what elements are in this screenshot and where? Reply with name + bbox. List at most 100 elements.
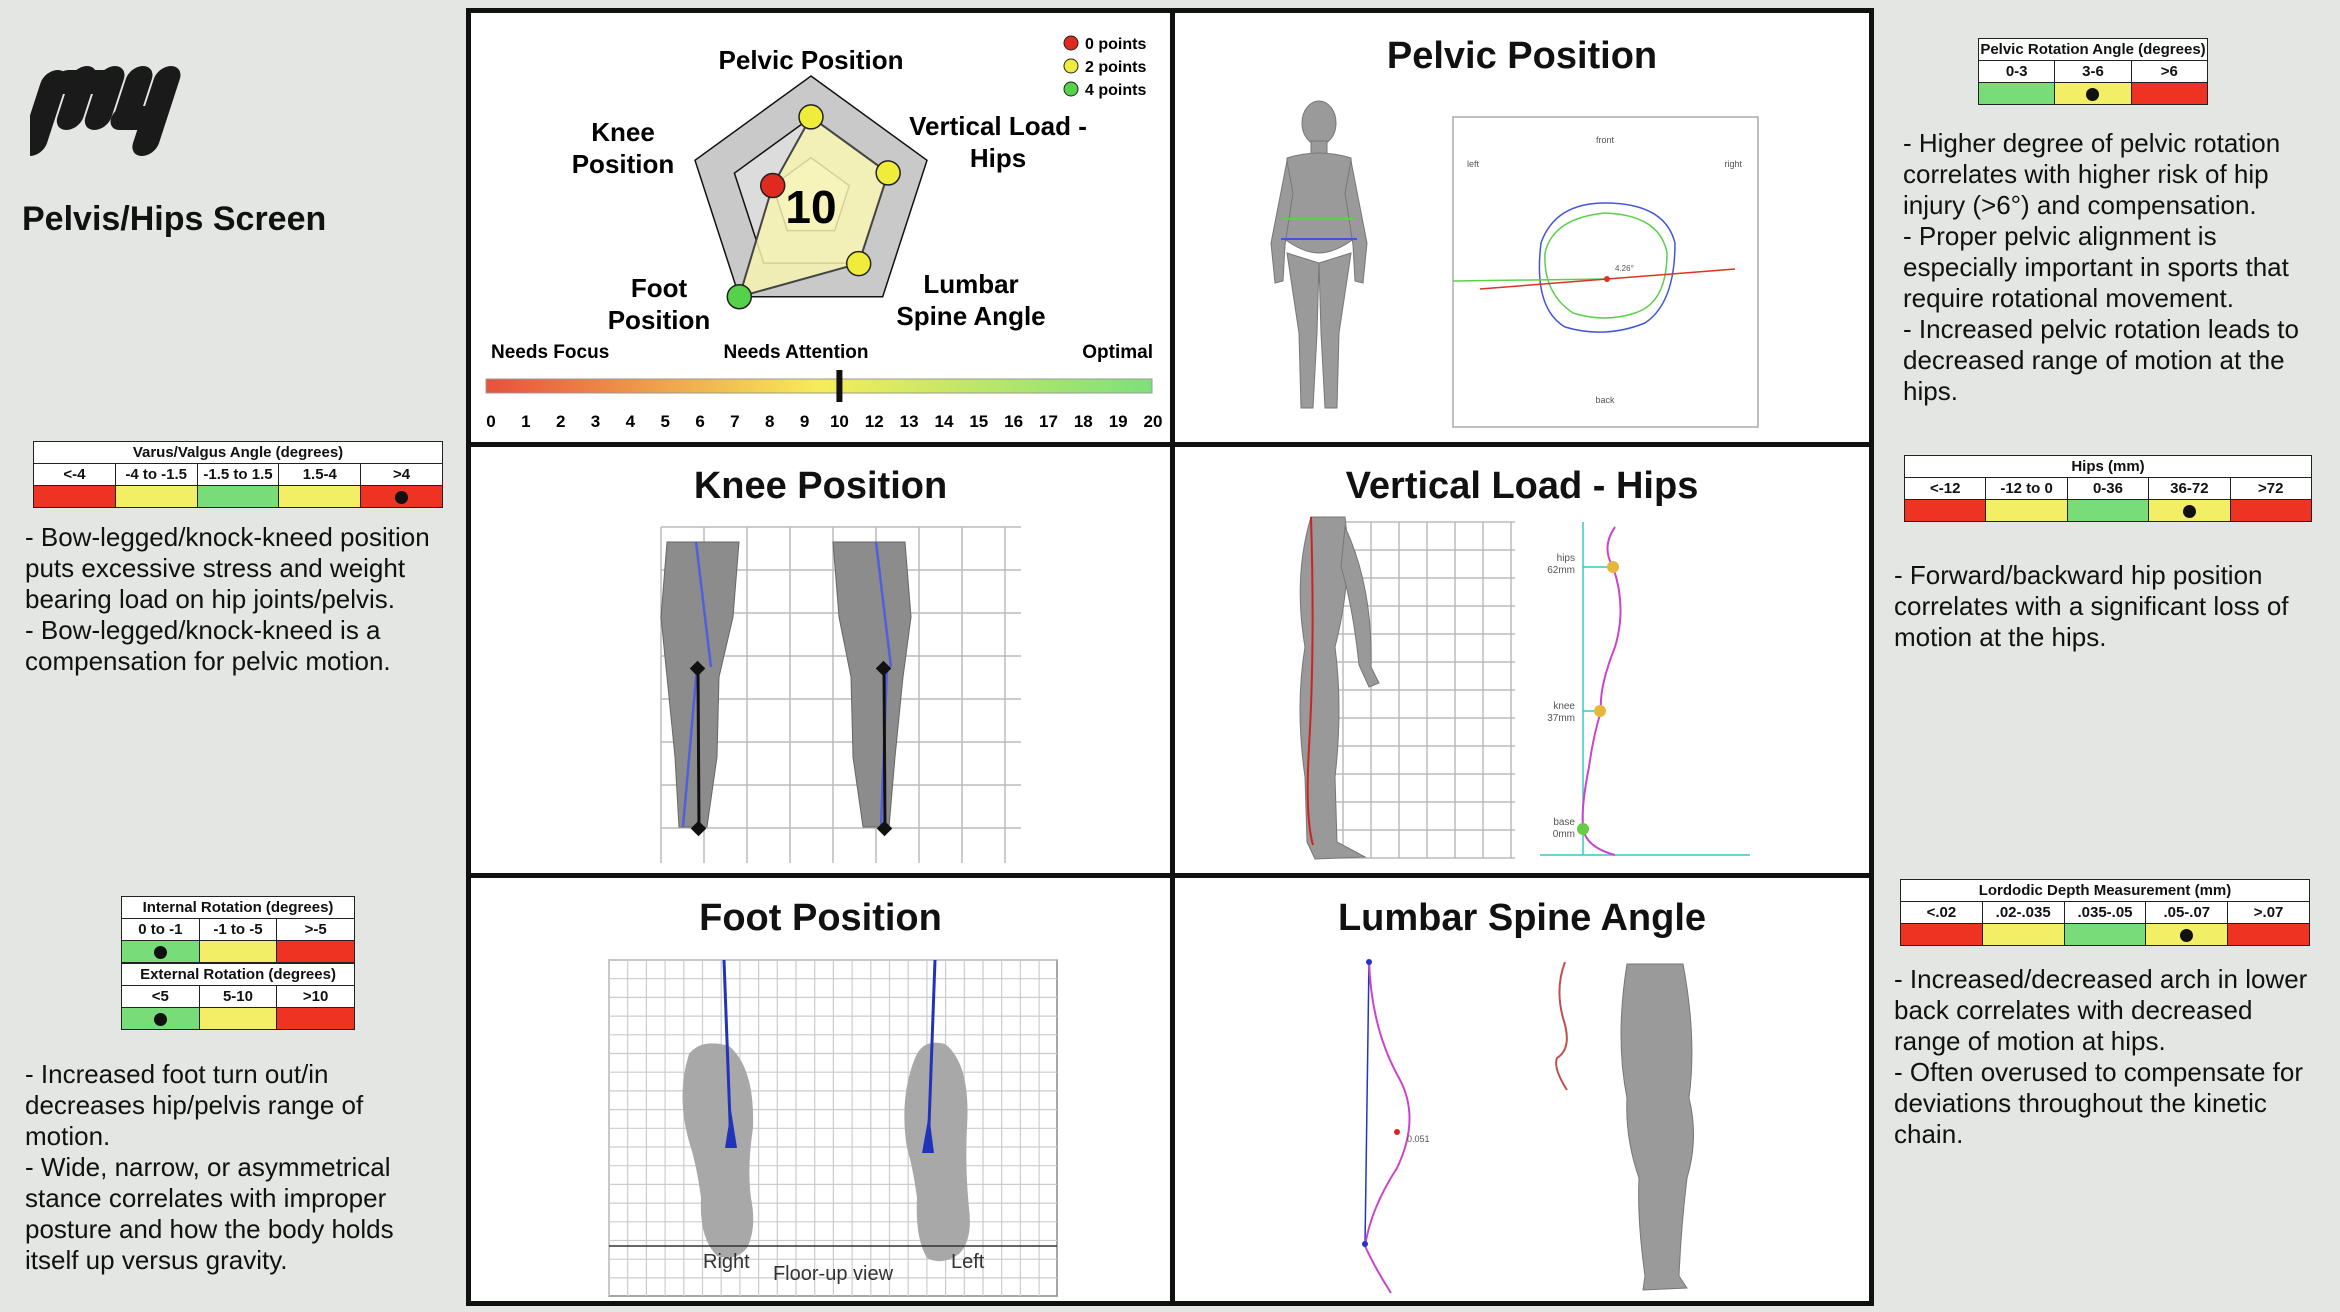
lumbar-bottom-point: [1362, 1241, 1368, 1247]
legend-dot: [1063, 35, 1079, 51]
right-foot-print: [682, 1043, 754, 1258]
range-color-cell: [2229, 499, 2313, 522]
base-point: [1577, 823, 1589, 835]
current-value-marker: [153, 945, 167, 959]
legend-label: 0 points: [1085, 36, 1146, 53]
table-header: Hips (mm): [1904, 455, 2312, 478]
scale-tick-label: 8: [765, 412, 774, 431]
range-color-cell: [121, 1007, 200, 1030]
radar-point-lumbar: [845, 250, 872, 277]
pelvic-plot-front: front: [1596, 135, 1615, 145]
scale-tick-label: 1: [521, 412, 530, 431]
scale-tick-label: 0: [486, 412, 495, 431]
radar-point-foot: [726, 283, 753, 310]
base-label: base: [1553, 817, 1575, 828]
front-body-figure: [1270, 100, 1368, 409]
pelvic-center-point: [1604, 276, 1610, 282]
side-body-axis: [1306, 516, 1314, 846]
pelvic-panel: front left right back 4.26°: [1270, 100, 1759, 428]
scale-tick-label: 4: [626, 412, 636, 431]
pelvic-angle-label: 4.26°: [1615, 264, 1634, 273]
range-label: >72: [2229, 477, 2313, 500]
range-color-cell: [1900, 923, 1983, 946]
range-label: >4: [360, 463, 443, 486]
scale-tick-label: 18: [1074, 412, 1093, 431]
score-scale-bar: [485, 378, 1153, 394]
vertical-load-curve: [1581, 526, 1622, 856]
lumbar-panel: 0.051: [1362, 959, 1694, 1294]
range-color-cell: [1903, 499, 1987, 522]
radar-label-lumbar-2: Spine Angle: [896, 301, 1045, 331]
scale-tick-label: 20: [1144, 412, 1163, 431]
right-leg-axis-upper: [874, 541, 893, 668]
range-label: >-5: [276, 918, 355, 941]
radar-label-foot-1: Foot: [631, 273, 688, 303]
score-scale-marker: [836, 370, 843, 402]
range-color-cell: [1977, 82, 2056, 105]
knee-value: 37mm: [1547, 713, 1575, 724]
scale-label-needs-focus: Needs Focus: [491, 342, 609, 363]
radar-label-pelvic: Pelvic Position: [719, 45, 904, 75]
hips-point: [1607, 561, 1619, 573]
foot-right-label: Right: [703, 1251, 750, 1273]
scale-tick-label: 3: [591, 412, 600, 431]
range-label: -1.5 to 1.5: [196, 463, 280, 486]
side-torso-figure: [1620, 963, 1694, 1291]
range-color-cell: [1981, 923, 2065, 946]
scale-tick-label: 12: [865, 412, 884, 431]
pelvic-panel-title: Pelvic Position: [1386, 35, 1658, 77]
scale-tick-label: 15: [969, 412, 988, 431]
range-color-cell: [2066, 499, 2150, 522]
knee-point: [1594, 705, 1606, 717]
scale-tick-label: 10: [830, 412, 849, 431]
right-foot-arrow: [725, 1110, 737, 1148]
range-label: -12 to 0: [1985, 477, 2068, 500]
table-header: Internal Rotation (degrees): [121, 896, 355, 919]
scale-tick-label: 6: [695, 412, 704, 431]
range-color-cell: [33, 485, 116, 508]
range-label: 1.5-4: [278, 463, 362, 486]
logo-mark: [30, 66, 181, 156]
lumbar-depth-point: [1394, 1129, 1400, 1135]
table-header: Varus/Valgus Angle (degrees): [33, 441, 443, 464]
range-color-cell: [196, 485, 280, 508]
scale-label-optimal: Optimal: [1082, 342, 1153, 363]
current-value-marker: [2182, 504, 2196, 518]
pelvic-plot-back: back: [1595, 395, 1615, 405]
grid-divider-vertical: [1170, 13, 1175, 1301]
hips-value: 62mm: [1547, 565, 1575, 576]
left-leg-axis-upper: [694, 541, 713, 668]
left-foot-arrow: [922, 1114, 934, 1153]
knee-label: knee: [1553, 701, 1575, 712]
radar-label-lumbar-1: Lumbar: [923, 269, 1018, 299]
pelvic-note: - Higher degree of pelvic rotation corre…: [1903, 128, 2299, 406]
range-color-cell: [2148, 499, 2231, 522]
floor-up-view-label: Floor-up view: [773, 1263, 894, 1285]
scale-tick-label: 5: [660, 412, 669, 431]
scale-tick-label: 16: [1004, 412, 1023, 431]
radar-label-foot-2: Position: [608, 305, 711, 335]
left-leg-axis-lower: [681, 666, 699, 828]
range-label: -4 to -1.5: [114, 463, 198, 486]
range-color-cell: [2054, 82, 2132, 105]
lumbar-reference-line: [1364, 959, 1370, 1247]
legend-label: 2 points: [1085, 59, 1146, 76]
lumbar-panel-title: Lumbar Spine Angle: [1337, 897, 1707, 939]
internal-rotation-table: Internal Rotation (degrees)0 to -1-1 to …: [121, 896, 355, 963]
radar-summary: 10 Pelvic Position Vertical Load - Hips …: [485, 35, 1163, 431]
range-label: .02-.035: [1981, 901, 2065, 924]
legend-dot: [1063, 81, 1079, 97]
radar-point-knee: [759, 172, 786, 199]
legs-rear-figure: [660, 541, 912, 828]
range-label: 0 to -1: [121, 918, 200, 941]
grid-divider-top: [471, 442, 1869, 447]
radar-label-vertical-1: Vertical Load -: [909, 111, 1087, 141]
radar-label-knee-1: Knee: [591, 117, 655, 147]
foot-panel-title: Foot Position: [699, 897, 942, 939]
range-color-cell: [278, 485, 362, 508]
table-header: Pelvic Rotation Angle (degrees): [1978, 38, 2208, 61]
range-color-cell: [2063, 923, 2147, 946]
range-label: -1 to -5: [198, 918, 278, 941]
